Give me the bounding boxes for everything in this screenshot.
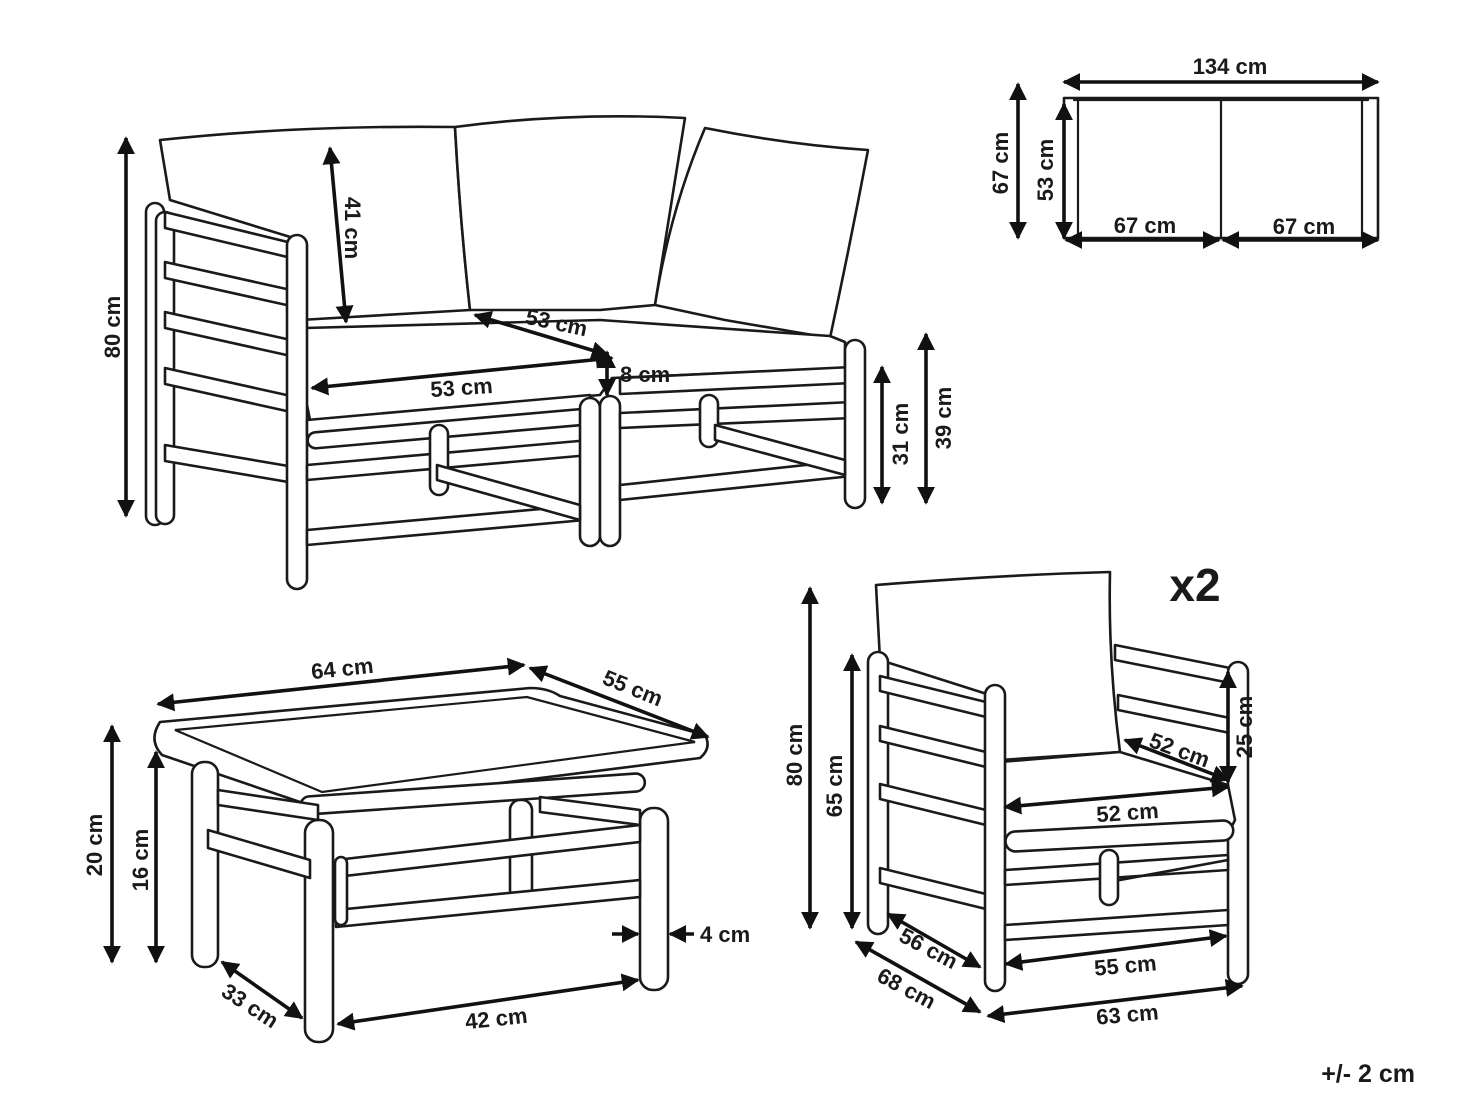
top-view-width-label: 134 cm bbox=[1193, 54, 1268, 79]
table-depth-label: 55 cm bbox=[599, 665, 666, 712]
sofa-seat-height-label: 31 cm bbox=[888, 403, 913, 465]
armchair-depth-inner-label: 56 cm bbox=[895, 923, 962, 974]
table-leg-front bbox=[303, 818, 335, 1044]
armchair-height-total-label: 80 cm bbox=[782, 724, 807, 786]
armchair-quantity-label: x2 bbox=[1169, 559, 1220, 611]
armchair-arm-height-label: 65 cm bbox=[822, 755, 847, 817]
table-width-inner-label: 42 cm bbox=[464, 1003, 529, 1034]
armchair-back-cushion bbox=[874, 570, 1122, 762]
top-view-depth-label: 67 cm bbox=[988, 132, 1013, 194]
armchair-width-inner-label: 55 cm bbox=[1093, 950, 1157, 980]
table-height-label: 20 cm bbox=[82, 814, 107, 876]
top-view-dimensions: 134 cm 67 cm 53 cm 67 cm 67 cm bbox=[988, 54, 1380, 249]
armchair-seat-width-label: 52 cm bbox=[1095, 798, 1159, 827]
table-width-label: 64 cm bbox=[310, 653, 375, 684]
table-leg-label: 4 cm bbox=[700, 922, 750, 947]
armchair-width-total-label: 63 cm bbox=[1095, 999, 1159, 1029]
top-view-module-right-label: 67 cm bbox=[1273, 214, 1335, 239]
sofa-middle-post-a bbox=[578, 396, 602, 548]
sofa-seat-thickness-label: 8 cm bbox=[620, 362, 670, 387]
sofa-back-cushion-middle bbox=[453, 115, 687, 312]
table-depth-inner-label: 33 cm bbox=[217, 978, 283, 1033]
sofa-arm-height-label: 39 cm bbox=[931, 387, 956, 449]
sofa-back-cushion-label: 41 cm bbox=[340, 197, 365, 259]
sofa-dimensions: 80 cm 41 cm 53 cm 53 cm 8 cm 31 cm 39 cm bbox=[100, 136, 956, 518]
table-leg-right bbox=[638, 806, 670, 992]
tolerance-note: +/- 2 cm bbox=[1321, 1060, 1415, 1088]
top-view-module-left-label: 67 cm bbox=[1114, 213, 1176, 238]
table-height-inner-label: 16 cm bbox=[128, 829, 153, 891]
sofa-back-post-right bbox=[843, 338, 867, 510]
table-leg-left bbox=[190, 760, 220, 969]
sofa-back-cushion-right bbox=[653, 126, 870, 340]
sofa-front-post-left bbox=[285, 233, 309, 591]
sofa-middle-post-b bbox=[598, 394, 622, 548]
sofa-seat-width-label: 53 cm bbox=[429, 373, 493, 402]
sofa-drawing bbox=[144, 115, 870, 591]
sofa-height-total-label: 80 cm bbox=[100, 296, 125, 358]
armchair-drawing bbox=[866, 570, 1250, 993]
armchair-back-cushion-label: 25 cm bbox=[1232, 696, 1257, 758]
armchair-front-post bbox=[983, 683, 1007, 993]
top-view-inner-depth-label: 53 cm bbox=[1033, 139, 1058, 201]
top-view-drawing bbox=[1062, 96, 1380, 240]
